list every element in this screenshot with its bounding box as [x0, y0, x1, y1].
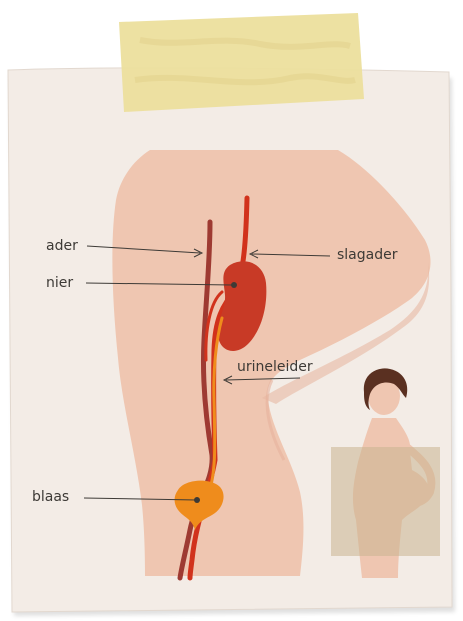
pointer-dot-blaas — [194, 497, 200, 503]
inset-highlight-box — [331, 447, 440, 556]
label-nier: nier — [46, 275, 73, 291]
label-urineleider: urineleider — [237, 359, 313, 375]
label-slagader: slagader — [337, 247, 397, 263]
tape-strip — [119, 13, 364, 112]
label-ader: ader — [46, 238, 78, 254]
pointer-dot-nier — [231, 282, 237, 288]
label-blaas: blaas — [32, 489, 69, 505]
